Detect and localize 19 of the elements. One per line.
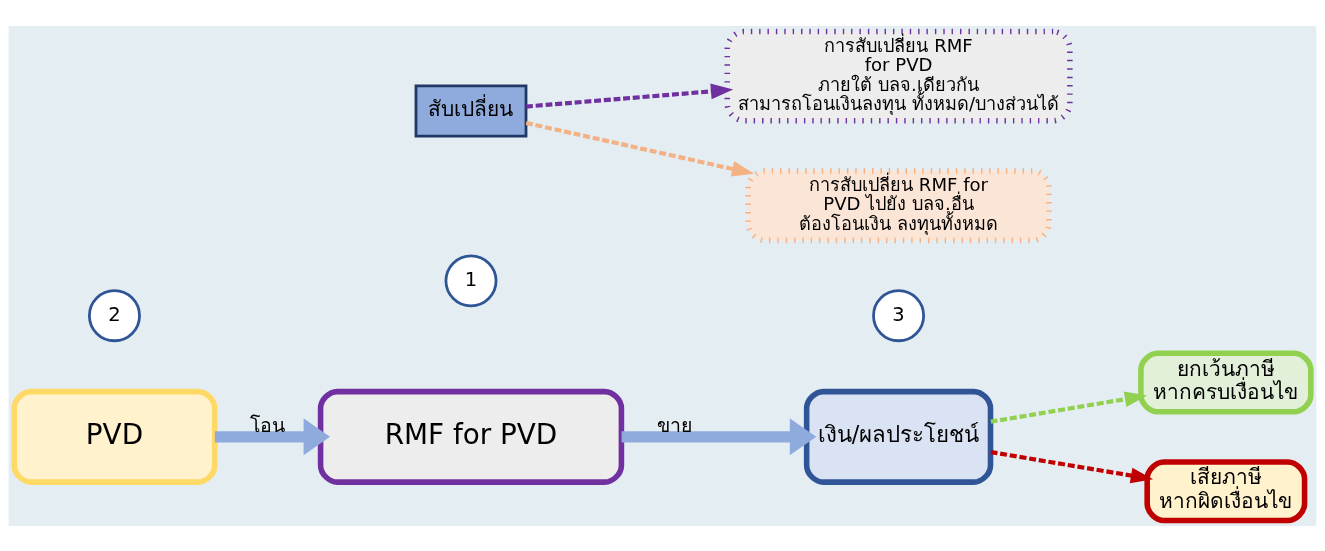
node-box: PVD	[11, 388, 218, 485]
node-box: การสับเปลี่ยน RMF for PVD ไปยัง บลจ.อื่น ต้องโอนเงิน ลงทุนทั้งหมด	[745, 167, 1052, 243]
node-box: เงิน/ผลประโยชน์	[803, 388, 994, 485]
arrow	[990, 449, 1154, 483]
node-circle: 2	[88, 288, 141, 342]
node-box: การสับเปลี่ยน RMF for PVD ภายใต้ บลจ.เดียวกัน สามารถโอนเงินลงทุน ทั้งหมด/บางส่วนได้	[724, 28, 1073, 123]
node-box: สับเปลี่ยน	[414, 84, 528, 137]
node-box: เสียภาษี หากผิดเงื่อนไข	[1144, 458, 1308, 523]
arrow	[214, 417, 331, 455]
arrow	[526, 83, 734, 109]
edge-label: ขาย	[656, 413, 692, 437]
arrow	[525, 120, 755, 177]
arrow	[621, 417, 817, 455]
node-box: RMF for PVD	[317, 388, 625, 485]
edge-label: โอน	[250, 413, 286, 437]
node-circle: 1	[444, 253, 498, 307]
arrow	[990, 390, 1148, 424]
node-circle: 3	[872, 288, 926, 342]
node-box: ยกเว้นภาษี หากครบเงื่อนไข	[1138, 350, 1314, 415]
